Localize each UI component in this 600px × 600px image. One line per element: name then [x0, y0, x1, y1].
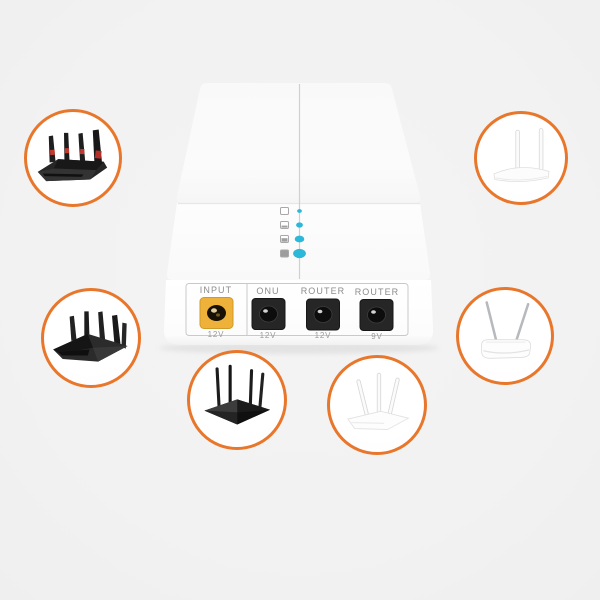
router-circle-middle-left: [41, 288, 141, 388]
port-label-input: INPUT: [199, 285, 233, 295]
black-gaming-router-icon: [37, 129, 107, 181]
router-circle-bottom-left: [187, 350, 287, 450]
battery-icon-level-2: [280, 221, 289, 229]
battery-led-2: [296, 222, 303, 228]
battery-icon-level-3: [280, 235, 289, 243]
router-circle-middle-right: [456, 287, 554, 385]
port-label-router-2: ROUTER: [354, 287, 400, 297]
router-9v-dc-jack: [359, 299, 394, 331]
white-two-antenna-router-icon: [493, 127, 549, 182]
battery-led-3: [294, 235, 305, 243]
port-label-onu: ONU: [256, 286, 280, 296]
white-tplink-router-icon: [480, 300, 531, 359]
white-three-antenna-router-icon: [346, 372, 410, 430]
battery-led-4: [293, 248, 306, 259]
input-dc-jack: [199, 297, 234, 329]
volt-label-onu: 12V: [259, 331, 277, 340]
device-top-face: [176, 83, 421, 203]
volt-label-router-2: 9V: [371, 332, 383, 341]
battery-led-1: [297, 209, 302, 213]
battery-icon-level-1: [280, 207, 289, 215]
router-12v-dc-jack: [306, 298, 340, 331]
router-circle-top-left: [24, 109, 122, 207]
volt-label-router-1: 12V: [314, 331, 332, 340]
router-circle-top-right: [474, 111, 568, 205]
volt-label-input: 12V: [207, 330, 225, 339]
port-panel-outline: [185, 283, 409, 336]
black-multi-antenna-router-icon: [52, 311, 128, 362]
onu-dc-jack: [251, 298, 286, 330]
port-label-router-1: ROUTER: [300, 286, 346, 296]
router-circle-bottom-right: [327, 355, 427, 455]
black-four-antenna-router-icon: [204, 364, 270, 425]
battery-icon-level-4: [280, 249, 289, 258]
